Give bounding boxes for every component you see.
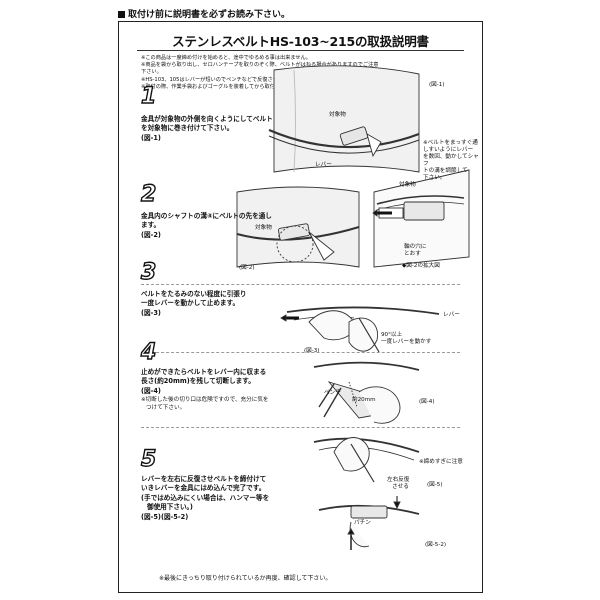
repeat-label: 左右反復 させる xyxy=(387,477,409,491)
step-line: 止めができたらベルトをレバー内に収まる xyxy=(141,368,267,376)
step-subnote: ※切断した後の切り口は危険ですので、充分に気を xyxy=(141,397,269,404)
caution-notes: ※この商品は一度締め付けを始めると、途中でゆるめる事は出来ません。 ※商品を袋か… xyxy=(141,55,381,91)
step-line: (図-2) xyxy=(141,230,161,239)
figure-label: (図-5-2) xyxy=(425,542,447,548)
note-line: ※HS-103、105はレバーが短いのでペンチなどで反復させて下さい。 xyxy=(141,76,304,83)
step-line: (図-5)(図-5-2) xyxy=(141,512,189,521)
step-line: (手ではめ込みにくい場合は、ハンマー等を xyxy=(141,493,270,502)
object-label: 対象物 xyxy=(329,112,346,118)
figure-label: (図-3) xyxy=(304,348,320,354)
square-bullet-icon xyxy=(118,11,125,18)
lever-label: レバー xyxy=(443,312,460,318)
shaft-hole-label: 軸の穴に とおす xyxy=(404,244,426,258)
step-number: 5 xyxy=(140,446,157,472)
step-4-text: 止めができたらベルトをレバー内に収まる 長さ(約20mm)を残して切断します。 … xyxy=(141,368,311,412)
step-2-text: 金具内のシャフトの溝④にベルトの先を通し ます。 (図-2) xyxy=(141,212,281,240)
note-line: ※商品を袋から取り出し、セロハンテープを取りのぞく際、ベルトがはねる場合がありま… xyxy=(141,62,379,76)
object-label: 対象物 xyxy=(399,182,416,188)
figure-label: (図-2) xyxy=(239,265,255,271)
figure-label: (図-4) xyxy=(419,399,435,405)
label-line: 軸の穴に xyxy=(404,244,427,250)
step-5-text: レバーを左右に反復させベルトを締付けて いきレバーを金具にはめ込んで完了です。 … xyxy=(141,475,311,522)
object-label: 対象物 xyxy=(255,225,272,231)
step-line: を対象物に巻き付けて下さい。 xyxy=(141,124,234,133)
figure-5-illustration xyxy=(313,437,420,550)
lever-label: レバー xyxy=(315,162,332,168)
note-line: ※この商品は一度締め付けを始めると、途中でゆるめる事は出来ません。 xyxy=(141,55,311,61)
step-subnote: つけて下さい。 xyxy=(146,405,186,412)
note-line: ※取付の際、作業手袋およびゴーグルを装着してから取付けて下さい。 xyxy=(141,83,307,90)
illustrations xyxy=(236,65,470,550)
figure-label: (図-1) xyxy=(429,82,445,88)
figure-label: (図-5) xyxy=(427,482,443,488)
overtighten-warning: ※締めすぎに注意 xyxy=(419,459,463,465)
top-banner-text: 取付け前に説明書を必ずお読み下さい。 xyxy=(128,10,291,20)
figure-1-illustration xyxy=(268,65,420,173)
step-number: 2 xyxy=(140,181,157,207)
title-rule xyxy=(137,50,464,51)
step-line: いきレバーを金具にはめ込んで完了です。 xyxy=(141,484,266,493)
step-line: 金具が対象物の外側を向くようにしてベルト xyxy=(141,115,273,123)
step-line: 金具内のシャフトの溝④にベルトの先を通し xyxy=(141,212,272,220)
step-line: (図-1) xyxy=(141,133,161,142)
length-label: 約20mm xyxy=(352,397,376,403)
step-number: 1 xyxy=(140,83,157,109)
note-line: 下さい。 xyxy=(423,175,446,181)
step-number: 3 xyxy=(140,259,157,285)
figure-4-illustration xyxy=(313,361,420,424)
label-line: 一度レバーを動かす xyxy=(381,339,432,345)
section-divider xyxy=(141,284,460,285)
angle-label: 90°以上 一度レバーを動かす xyxy=(381,332,431,346)
step-3-text: ベルトをたるみのない程度に引張り 一度レバーを動かして止めます。 (図-3) xyxy=(141,290,301,318)
step-1-text: 金具が対象物の外側を向くようにしてベルト を対象物に巻き付けて下さい。 (図-1… xyxy=(141,115,281,143)
label-line: させる xyxy=(392,484,409,490)
section-divider xyxy=(141,427,460,428)
page-title: ステンレスベルトHS-103~215の取扱説明書 xyxy=(172,34,429,49)
top-banner: 取付け前に説明書を必ずお読み下さい。 xyxy=(118,7,290,20)
note-line: ※ベルトをまっすぐ通 xyxy=(423,140,478,146)
step-line: ます。 xyxy=(141,221,161,230)
note-line: しすいようにレバー xyxy=(423,147,474,153)
step-line: 御使用下さい。) xyxy=(147,503,193,512)
pliers-label: ペンチ xyxy=(324,390,341,396)
snap-label: パチン xyxy=(354,520,371,526)
step-line: レバーを左右に反復させベルトを締付けて xyxy=(141,475,267,483)
figure-2-zoom-caption: ◆図-2の拡大図 xyxy=(402,263,440,269)
figure-2-illustration xyxy=(236,169,470,268)
belt-note: ※ベルトをまっすぐ通 しすいようにレバー を数回、動かしてシャフ トの溝を調節し… xyxy=(423,140,481,182)
final-check-note: ※最後にきっちり取り付けられているか再度、確認して下さい。 xyxy=(159,575,332,582)
figure-3-illustration xyxy=(280,306,440,353)
note-line: を数回、動かしてシャフ xyxy=(423,154,479,167)
section-divider xyxy=(141,352,460,353)
step-number: 4 xyxy=(140,339,157,365)
step-line: 長さ(約20mm)を残して切断します。 xyxy=(141,377,255,386)
label-line: 左右反復 xyxy=(387,477,410,483)
note-line: トの溝を調節して xyxy=(423,168,468,174)
step-line: 一度レバーを動かして止めます。 xyxy=(141,299,240,308)
step-line: ベルトをたるみのない程度に引張り xyxy=(141,290,247,298)
label-line: 90°以上 xyxy=(381,332,403,338)
label-line: とおす xyxy=(404,251,421,257)
step-line: (図-3) xyxy=(141,308,161,317)
instruction-sheet: ステンレスベルトHS-103~215の取扱説明書 ※この商品は一度締め付けを始め… xyxy=(118,21,483,593)
step-line: (図-4) xyxy=(141,386,161,395)
